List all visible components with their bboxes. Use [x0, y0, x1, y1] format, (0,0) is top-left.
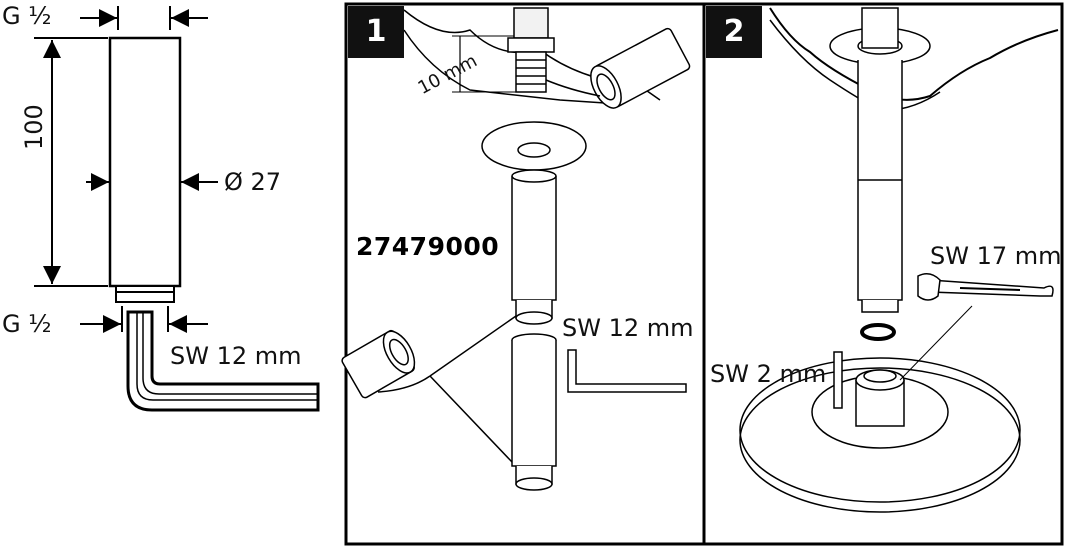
thread-top-label: G ½ [2, 2, 52, 30]
wrench-label: SW 17 mm [930, 242, 1062, 270]
length-label: 100 [20, 104, 48, 150]
thread-end [115, 285, 175, 303]
hex-key-left-label: SW 12 mm [170, 342, 302, 370]
step-2-hex-key-label: SW 2 mm [710, 360, 827, 388]
diameter-label: Ø 27 [224, 168, 282, 196]
dimension-drawing [34, 6, 320, 412]
panel-2-illustration [739, 7, 1059, 513]
step-1-number: 1 [348, 6, 404, 58]
step-2-number: 2 [706, 6, 762, 58]
thread-bottom-label: G ½ [2, 310, 52, 338]
panel-2-frame [702, 2, 1064, 546]
panel-1-illustration [341, 7, 691, 491]
step-1-hex-key-label: SW 12 mm [562, 314, 694, 342]
hex-key-left [126, 310, 320, 412]
extension-pipe [108, 36, 182, 288]
part-number: 27479000 [356, 232, 500, 261]
